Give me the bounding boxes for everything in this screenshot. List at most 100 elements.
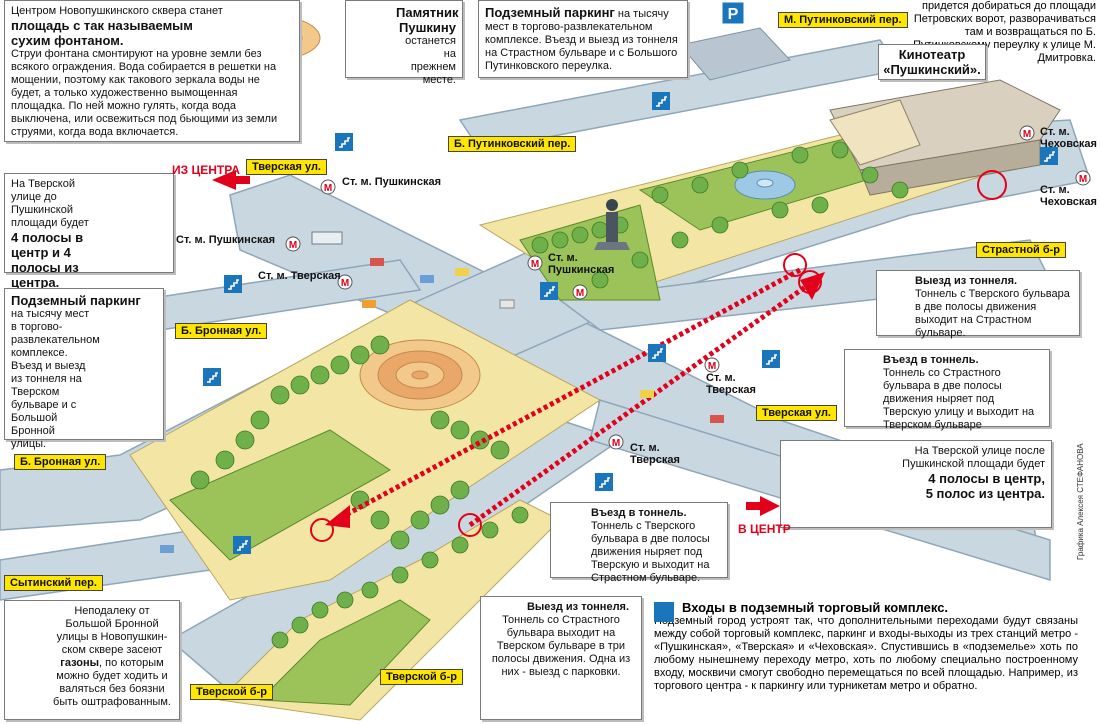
pushkin-fountain — [734, 170, 796, 200]
svg-text:M: M — [612, 438, 620, 449]
metro-pushkinskaya-1: Ст. м. Пушкинская — [342, 176, 441, 188]
fountain-line1: Центром Новопушкинского сквера станет — [11, 5, 223, 17]
underground-entrance-icon — [233, 536, 251, 554]
metro-tverskaya-3: Ст. м. Тверская — [630, 442, 680, 466]
tunnel-route-arrow-sw — [325, 505, 350, 528]
in-center-arrow-tail — [746, 502, 760, 510]
metro-icon: M — [285, 236, 301, 252]
metro-tverskaya-2: Ст. м. Тверская — [706, 372, 756, 396]
svg-text:M: M — [324, 183, 332, 194]
tverskaya-lanes-bold: 4 полосы в центр и 4 полосы из центра. — [11, 230, 84, 290]
fountain-callout: Центром Новопушкинского сквера станет пл… — [4, 0, 300, 142]
tunnel-portal-1 — [310, 518, 334, 542]
street-tverskaya-top: Тверская ул. — [246, 159, 327, 175]
metro-chekhovskaya-2: Ст. м. Чеховская — [1040, 184, 1097, 208]
underground-entrance-icon — [1040, 147, 1058, 165]
tunnel-route-line-2 — [468, 277, 817, 528]
tverskaya-lanes-callout: На Тверской улице до Пушкинской площади … — [4, 173, 174, 290]
underground-entrance-icon — [762, 350, 780, 368]
tunnel-route-line — [338, 267, 802, 521]
lawn-area — [169, 429, 391, 561]
metro-icon: M — [572, 284, 588, 300]
fountain-line2: площадь с так называемым — [11, 18, 193, 33]
tunnel-exit-bottom-body: Тоннель со Страстного бульвара выходит н… — [491, 614, 631, 678]
street-sytinsky: Сытинский пер. — [4, 575, 103, 591]
tunnel-entry-mid-title: Въезд в тоннель. — [591, 507, 687, 519]
direction-in-center: В ЦЕНТР — [738, 522, 791, 536]
cinema-line2: «Пушкинский». — [883, 62, 981, 77]
fountain-line3: сухим фонтаном. — [11, 33, 124, 48]
cinema-building — [829, 79, 1061, 196]
entrances-body: Подземный город устроят так, что дополни… — [654, 615, 1078, 692]
metro-icon: M — [320, 179, 336, 195]
parking-left-title: Подземный паркинг — [11, 293, 141, 308]
metro-icon: M — [608, 434, 624, 450]
svg-text:M: M — [708, 361, 716, 372]
direction-to-center: ИЗ ЦЕНТРА — [172, 163, 240, 177]
parking-sign-label: P — [728, 6, 739, 23]
trees — [190, 141, 909, 649]
tunnel-entry-right-body: Тоннель со Страстного бульвара в две пол… — [883, 367, 1035, 431]
parking-lot-top — [679, 27, 791, 81]
tunnel-portal-3 — [783, 253, 807, 277]
tverskaya-after-bold2: 5 полос из центра. — [925, 486, 1045, 501]
cinema-label: Кинотеатр «Пушкинский». — [878, 44, 986, 80]
metro-pushkinskaya-3-line2: Пушкинская — [548, 264, 615, 276]
underground-entrance-icon — [648, 344, 666, 362]
street-tverskoy-2: Тверской б-р — [380, 669, 463, 685]
street-tverskoy-1: Тверской б-р — [190, 684, 273, 700]
street-m-putinkovsky: М. Путинковский пер. — [778, 12, 908, 28]
underground-entrance-icon — [652, 92, 670, 110]
tunnel-route — [325, 267, 825, 528]
boulevard-lawn — [258, 599, 431, 706]
metro-chekhovskaya-2-line1: Ст. м. — [1040, 184, 1070, 196]
tunnel-route-arrow-ne — [800, 272, 825, 300]
street-b-putinkovsky: Б. Путинковский пер. — [448, 136, 577, 152]
metro-icon: M — [337, 274, 353, 290]
tverskaya-after-intro: На Тверской улице после Пушкинской площа… — [902, 445, 1045, 470]
lawns-part1: Неподалеку от Большой Бронной улицы в Но… — [56, 605, 168, 656]
entrance-signs — [203, 92, 1058, 554]
graphics-credit: Графика Алексея СТЕФАНОВА — [1076, 443, 1085, 560]
tunnel-entry-mid-body: Тоннель с Тверского бульвара в две полос… — [591, 520, 710, 584]
street-b-bronnaya-top: Б. Бронная ул. — [175, 323, 268, 339]
underground-entrance-icon — [335, 133, 353, 151]
metro-tverskaya-3-line1: Ст. м. — [630, 442, 660, 454]
tunnel-exit-bottom-callout: Выезд из тоннеля. Тоннель со Страстного … — [480, 596, 642, 720]
tunnel-entry-mid-callout: Въезд в тоннель. Тоннель с Тверского бул… — [550, 502, 728, 584]
metro-tverskaya-2-line1: Ст. м. — [706, 372, 736, 384]
underground-entrance-icon — [595, 473, 613, 491]
fountain-body: Струи фонтана смонтируют на уровне земли… — [11, 48, 278, 138]
entrances-title: Входы в подземный торговый комплекс. — [682, 600, 949, 615]
tunnel-exit-bottom-title: Выезд из тоннеля. — [526, 601, 630, 613]
tunnel-portal-4 — [798, 270, 822, 294]
metro-pushkinskaya-3: Ст. м. Пушкинская — [548, 252, 614, 276]
svg-text:M: M — [1023, 129, 1031, 140]
svg-text:M: M — [576, 288, 584, 299]
lawns-part2: , по которым можно будет ходить и валять… — [53, 657, 171, 708]
svg-text:M: M — [341, 278, 349, 289]
to-center-arrow-tail — [236, 176, 250, 184]
tunnel-portal-2 — [458, 513, 482, 537]
metro-icon: M — [1075, 170, 1091, 186]
underground-entrance-icon — [203, 368, 221, 386]
tunnel-exit-right-callout: Выезд из тоннеля. Тоннель с Тверского бу… — [876, 270, 1080, 339]
metro-icon: M — [704, 357, 720, 373]
parking-top-callout: Подземный паркинг на тысячу мест в торго… — [478, 0, 688, 78]
svg-text:M: M — [289, 240, 297, 251]
entrances-callout: Входы в подземный торговый комплекс. Под… — [654, 600, 1078, 720]
svg-text:M: M — [531, 259, 539, 270]
svg-text:M: M — [1079, 174, 1087, 185]
monument-callout: Памятник Пушкину останется на прежнем ме… — [345, 0, 463, 86]
metro-pushkinskaya-2: Ст. м. Пушкинская — [176, 234, 275, 246]
monument-title: Памятник Пушкину — [396, 5, 459, 35]
top-right-note: придется добираться до площади Петровски… — [910, 0, 1096, 65]
metro-icon: M — [1019, 125, 1035, 141]
parking-left-body: на тысячу мест в торгово-развлекательном… — [11, 308, 100, 450]
metro-markers: M M M M M M M M M — [285, 125, 1091, 450]
tunnel-exit-right-body: Тоннель с Тверского бульвара в две полос… — [915, 288, 1070, 339]
metro-chekhovskaya-2-line2: Чеховская — [1040, 196, 1097, 208]
metro-icon: M — [527, 255, 543, 271]
metro-tverskaya-3-line2: Тверская — [630, 454, 680, 466]
metro-pushkinskaya-3-line1: Ст. м. — [548, 252, 578, 264]
